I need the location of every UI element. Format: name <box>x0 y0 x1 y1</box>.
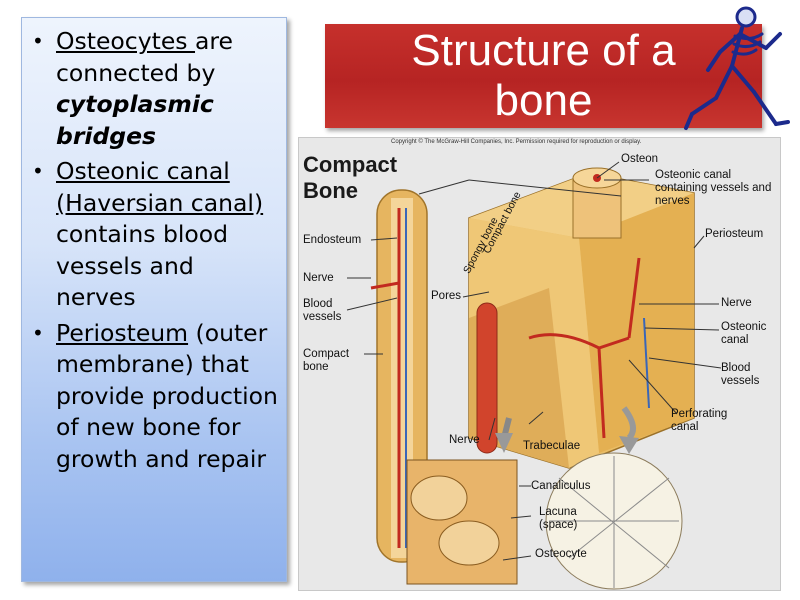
label-endosteum: Endosteum <box>303 234 362 246</box>
vessel-path <box>597 347 606 439</box>
label-blood-vessels-left: Blood vessels <box>303 298 342 323</box>
figure-title: Compact Bone <box>303 152 397 204</box>
copyright-notice: Copyright © The McGraw-Hill Companies, I… <box>391 139 642 145</box>
title-banner: Structure of a bone <box>325 24 762 128</box>
bullet-text-part: Osteocytes <box>56 27 196 55</box>
vessel-path <box>528 333 630 350</box>
label-nerve-left: Nerve <box>303 272 334 284</box>
label-nerve-right: Nerve <box>721 297 752 309</box>
compact-inset-pattern <box>549 456 679 588</box>
label-canaliculus: Canaliculus <box>531 480 591 492</box>
label-compact-bone-left: Compact bone <box>303 348 350 373</box>
label-perforating-canal: Perforating canal <box>671 408 728 433</box>
spongy-inset-trabecula <box>438 520 500 566</box>
figure-title-line: Compact <box>303 152 398 177</box>
leader-lines <box>346 161 722 561</box>
spongy-inset-trabecula <box>410 475 468 521</box>
label-osteonic-canal-containing: Osteonic canal containing vessels and ne… <box>655 169 772 207</box>
vessel-path <box>643 317 650 409</box>
bullet-periosteum: • Periosteum (outer membrane) that provi… <box>32 318 278 476</box>
slide-title: Structure of a bone <box>411 26 676 125</box>
running-skeleton-icon <box>684 6 790 130</box>
label-blood-vessels-right: Blood vessels <box>721 362 760 387</box>
bullet-osteonic-canal: • Osteonic canal (Haversian canal) conta… <box>32 156 278 314</box>
bullet-text-part: cytoplasmic bridges <box>56 90 214 150</box>
label-pores: Pores <box>431 290 462 302</box>
label-osteocyte: Osteocyte <box>535 548 587 560</box>
bullet-list: • Osteocytes are connected by cytoplasmi… <box>32 26 278 475</box>
label-osteon: Osteon <box>621 153 659 165</box>
text-panel: • Osteocytes are connected by cytoplasmi… <box>21 17 287 582</box>
label-osteonic-canal: Osteonic canal <box>721 321 767 346</box>
bullet-text-part: are connected by <box>56 27 234 87</box>
callout-arrow-right <box>621 406 636 441</box>
bullet-dot-icon: • <box>32 159 44 183</box>
bullet-text-part: contains blood vessels and nerves <box>56 220 229 311</box>
bullet-dot-icon: • <box>32 320 44 345</box>
bone-block-right <box>579 193 694 453</box>
label-trabeculae: Trabeculae <box>523 440 581 452</box>
figure-title-line: Bone <box>303 178 358 203</box>
compact-bone-figure: Copyright © The McGraw-Hill Companies, I… <box>298 137 781 591</box>
bullet-text-part: (outer membrane) that provide production… <box>56 318 278 473</box>
label-nerve-bottom: Nerve <box>449 434 480 446</box>
bullet-text-part: Periosteum <box>56 318 189 347</box>
label-periosteum: Periosteum <box>705 228 764 240</box>
bullet-text-part: Osteonic canal (Haversian canal) <box>56 157 264 217</box>
bone-illustration <box>346 161 722 590</box>
callout-arrowhead <box>495 433 513 453</box>
bullet-dot-icon: • <box>32 29 44 53</box>
vessel-path <box>627 257 641 339</box>
vessel-tube <box>476 302 498 454</box>
label-lacuna: Lacuna (space) <box>539 506 578 531</box>
long-bone-vessel-branch <box>370 281 400 290</box>
bullet-osteocytes: • Osteocytes are connected by cytoplasmi… <box>32 26 278 152</box>
callout-arrowhead <box>619 436 639 454</box>
